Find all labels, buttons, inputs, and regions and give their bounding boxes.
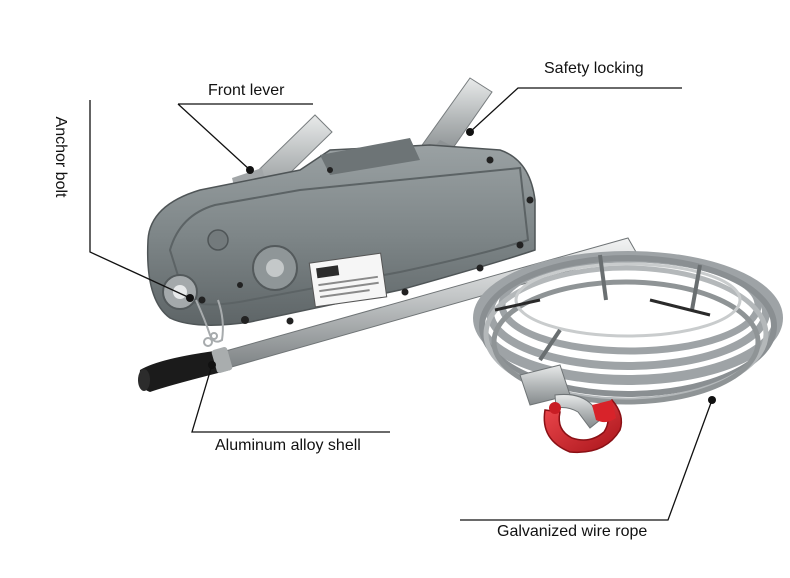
aluminum-housing xyxy=(146,138,536,326)
anchor-bolt-label: Anchor bolt xyxy=(52,116,69,198)
red-hook xyxy=(519,364,623,454)
anchor-bolt-callout xyxy=(89,100,191,299)
callout-lines xyxy=(89,87,716,521)
anchor-pin-chain xyxy=(195,299,224,347)
housing-bolts xyxy=(198,156,534,325)
safety-locking-label: Safety locking xyxy=(544,60,644,77)
wire-rope-callout xyxy=(460,399,713,521)
safety-locking-callout xyxy=(469,87,682,133)
galvanized-wire-rope-label: Galvanized wire rope xyxy=(497,523,648,540)
wire-rope-coil xyxy=(473,251,783,405)
aluminum-alloy-shell-label: Aluminum alloy shell xyxy=(215,437,361,454)
aluminum-shell-callout xyxy=(191,364,390,433)
front-lever-label: Front lever xyxy=(208,82,285,99)
front-lever-callout xyxy=(177,103,313,171)
